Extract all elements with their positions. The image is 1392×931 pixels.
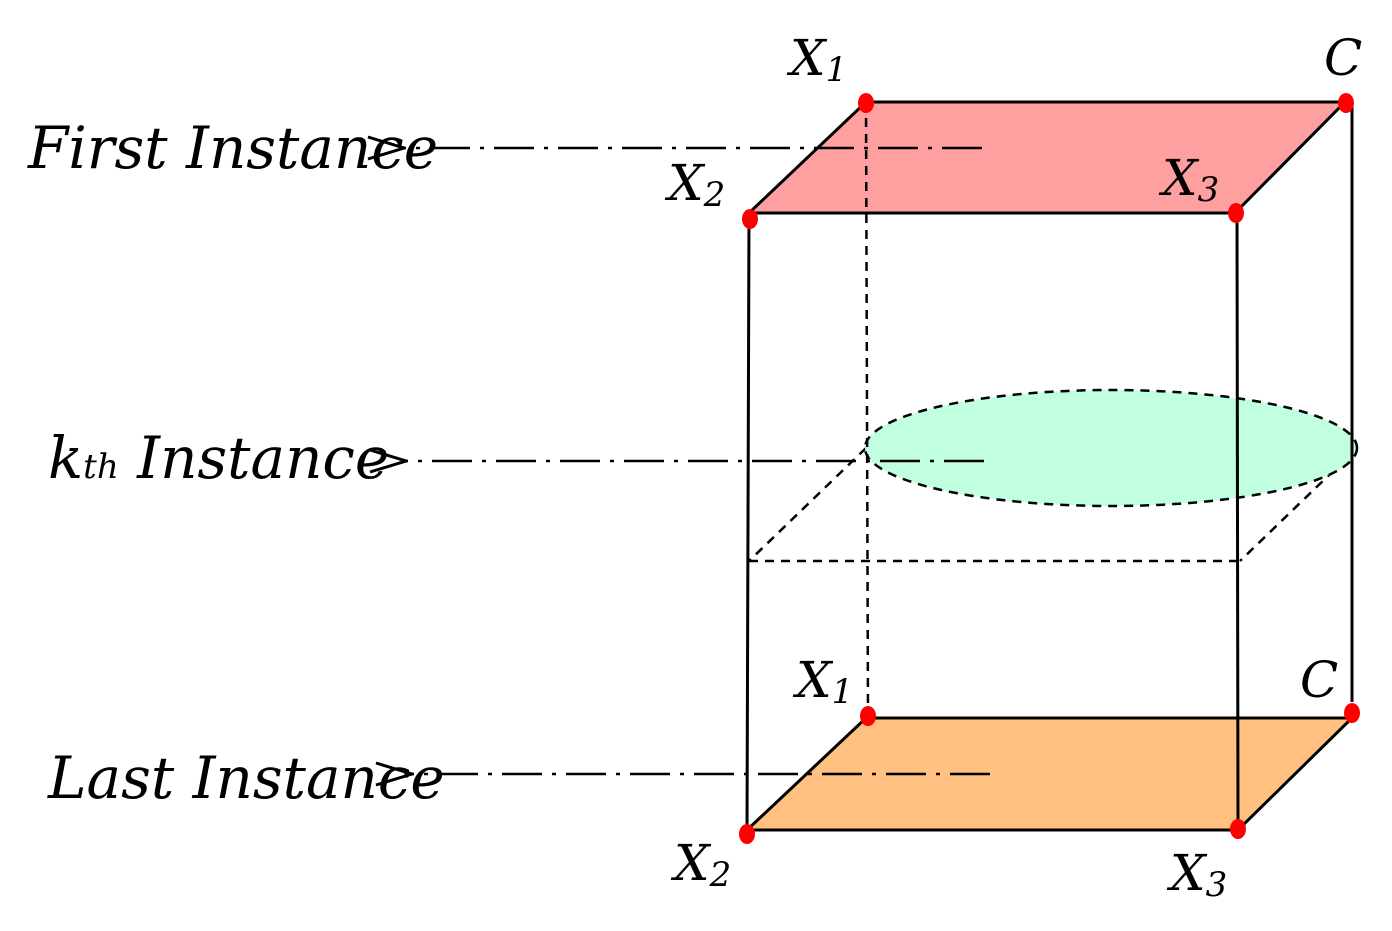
kth-base: k bbox=[48, 424, 83, 492]
vertex-bottom-x3 bbox=[1230, 819, 1246, 839]
edge-x3 bbox=[1235, 212, 1240, 831]
edge-x1-hidden bbox=[864, 101, 870, 719]
label-bottom-x2: X2 bbox=[670, 834, 731, 895]
last-instance-label: Last Instance bbox=[47, 744, 445, 812]
label-top-x3-base: X bbox=[1158, 149, 1200, 207]
label-top-x1-base: X bbox=[786, 29, 828, 87]
label-top-x2-base: X bbox=[664, 154, 706, 212]
label-bottom-c: C bbox=[1300, 651, 1338, 709]
kth-sub: th bbox=[83, 447, 119, 487]
vertex-top-x1 bbox=[858, 93, 874, 113]
label-top-c: C bbox=[1324, 29, 1362, 87]
label-top-x3-sub: 3 bbox=[1198, 170, 1220, 210]
label-bottom-x3-base: X bbox=[1166, 844, 1208, 902]
label-top-x2-sub: 2 bbox=[703, 175, 726, 215]
label-bottom-x1: X1 bbox=[792, 651, 853, 712]
kth-rest: Instance bbox=[119, 424, 390, 492]
edge-x2 bbox=[745, 212, 751, 831]
label-top-x2: X2 bbox=[664, 154, 725, 215]
label-bottom-x2-base: X bbox=[670, 834, 712, 892]
vertex-bottom-x2 bbox=[739, 824, 755, 844]
vertex-top-c bbox=[1338, 93, 1354, 113]
label-bottom-x2-sub: 2 bbox=[709, 855, 732, 895]
vertex-bottom-x1 bbox=[860, 706, 876, 726]
label-top-x1: X1 bbox=[786, 29, 847, 90]
vertex-dots bbox=[739, 93, 1360, 844]
label-bottom-x3: X3 bbox=[1166, 844, 1227, 905]
kth-instance-region bbox=[863, 388, 1359, 508]
label-top-x3: X3 bbox=[1158, 149, 1219, 210]
label-bottom-x1-sub: 1 bbox=[832, 672, 854, 712]
vertex-bottom-c bbox=[1344, 703, 1360, 723]
vertex-top-x2 bbox=[742, 209, 758, 229]
label-bottom-x3-sub: 3 bbox=[1206, 865, 1228, 905]
first-instance-label: First Instance bbox=[27, 114, 438, 182]
label-top-x1-sub: 1 bbox=[826, 50, 848, 90]
kth-instance-label: kth Instance bbox=[48, 424, 389, 492]
label-bottom-x1-base: X bbox=[792, 651, 834, 709]
first-instance-face bbox=[745, 100, 1349, 215]
vertex-top-x3 bbox=[1228, 203, 1244, 223]
